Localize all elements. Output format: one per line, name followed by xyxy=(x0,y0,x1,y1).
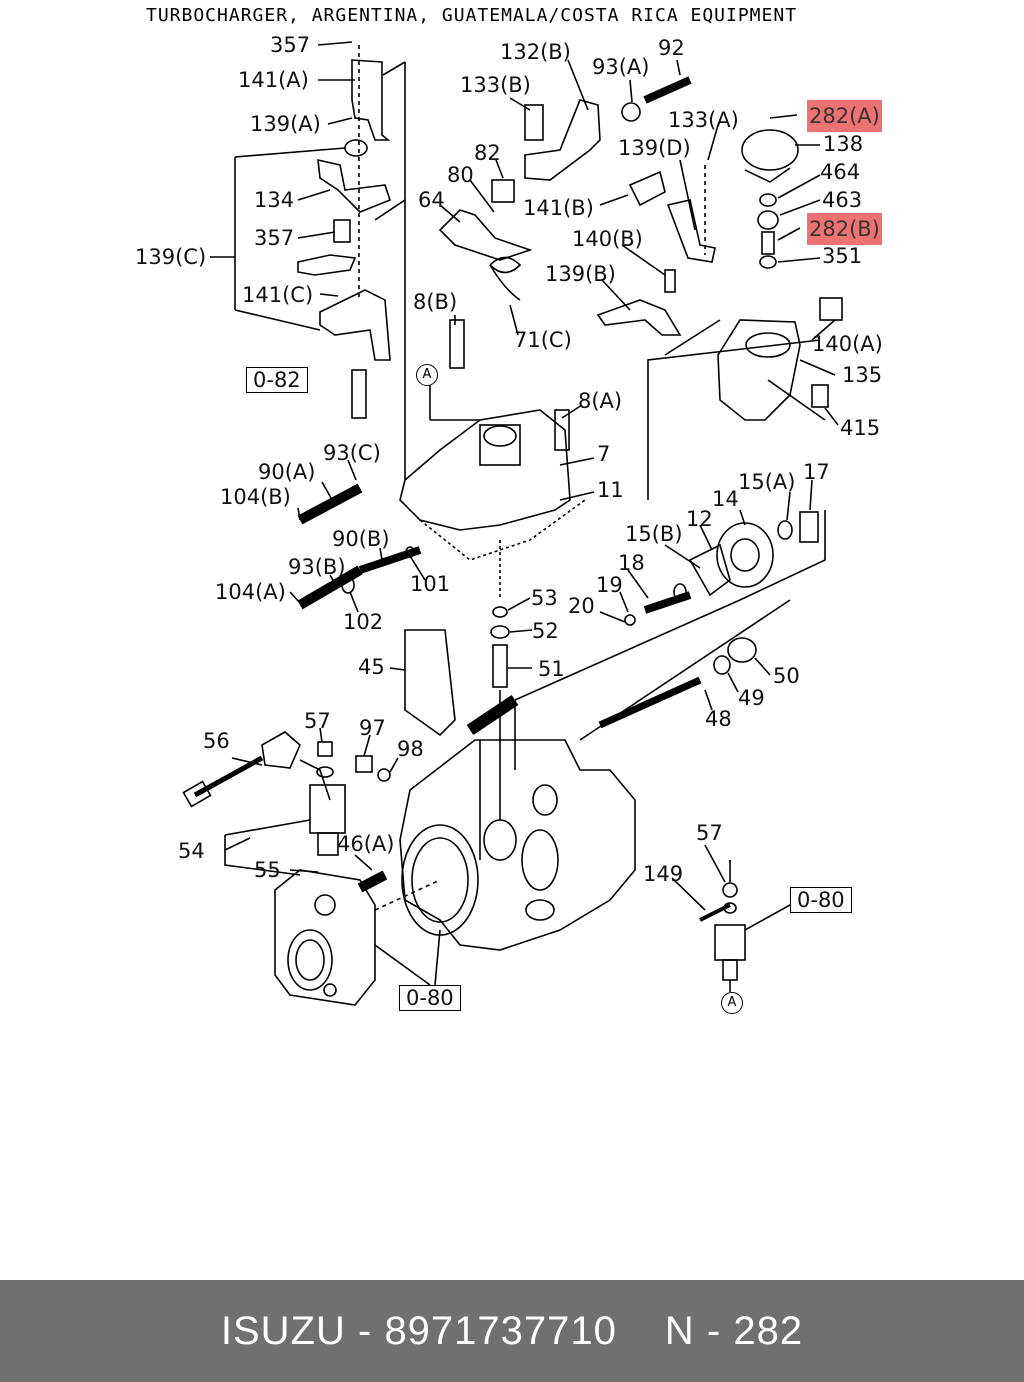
callout-140b: 140(B) xyxy=(572,227,643,251)
callout-93c: 93(C) xyxy=(323,441,381,465)
callout-104a: 104(A) xyxy=(215,580,286,604)
callout-141c: 141(C) xyxy=(242,283,314,307)
reference-marker-a: A xyxy=(416,364,438,386)
footer-separator: - xyxy=(357,1308,373,1353)
callout-149: 149 xyxy=(643,862,684,886)
callout-135: 135 xyxy=(842,363,883,387)
callout-46a: 46(A) xyxy=(337,832,395,856)
callout-57-right: 57 xyxy=(696,821,723,845)
callout-463: 463 xyxy=(822,188,863,212)
callout-14: 14 xyxy=(712,487,739,511)
callout-351: 351 xyxy=(822,244,863,268)
callout-141b: 141(B) xyxy=(523,196,594,220)
callout-48: 48 xyxy=(705,707,732,731)
callout-8b: 8(B) xyxy=(413,290,458,314)
callout-55: 55 xyxy=(254,858,281,882)
callout-101: 101 xyxy=(410,572,451,596)
footer-ref-letter: N xyxy=(664,1308,695,1353)
callout-132b: 132(B) xyxy=(500,40,571,64)
callout-282a-highlighted: 282(A) xyxy=(807,100,882,132)
callout-11: 11 xyxy=(597,478,624,502)
callout-92: 92 xyxy=(658,36,685,60)
callout-52: 52 xyxy=(532,619,559,643)
parts-diagram: TURBOCHARGER, ARGENTINA, GUATEMALA/COSTA… xyxy=(135,5,883,1014)
callout-104b: 104(B) xyxy=(220,485,291,509)
diagram-header: TURBOCHARGER, ARGENTINA, GUATEMALA/COSTA… xyxy=(146,5,798,26)
callout-134: 134 xyxy=(254,188,295,212)
callout-56: 56 xyxy=(203,729,230,753)
callout-139b: 139(B) xyxy=(545,262,616,286)
callout-0-80-bottom: 0-80 xyxy=(399,985,461,1011)
callout-97: 97 xyxy=(359,716,386,740)
callout-141a: 141(A) xyxy=(238,68,309,92)
callout-93b: 93(B) xyxy=(288,555,346,579)
callout-82: 82 xyxy=(474,141,501,165)
footer-part-number: 8971737710 xyxy=(384,1308,617,1353)
callout-64: 64 xyxy=(418,188,445,212)
callout-0-82: 0-82 xyxy=(246,367,308,393)
footer-ref-number: 282 xyxy=(733,1308,804,1353)
callout-20: 20 xyxy=(568,594,595,618)
callout-282b-highlighted: 282(B) xyxy=(807,213,882,245)
callout-90b: 90(B) xyxy=(332,527,390,551)
callout-0-80-right: 0-80 xyxy=(790,887,852,913)
callout-17: 17 xyxy=(803,460,830,484)
callout-53: 53 xyxy=(531,586,558,610)
diagram-drawing xyxy=(182,41,843,1006)
callout-138: 138 xyxy=(823,132,864,156)
callout-18: 18 xyxy=(618,551,645,575)
callout-45: 45 xyxy=(358,655,385,679)
callout-15b: 15(B) xyxy=(625,522,683,546)
callout-464: 464 xyxy=(820,160,861,184)
callout-139d: 139(D) xyxy=(618,136,691,160)
reference-marker-a-bottom: A xyxy=(721,992,743,1014)
callout-51: 51 xyxy=(538,657,565,681)
callout-357: 357 xyxy=(270,33,311,57)
callout-54: 54 xyxy=(178,839,205,863)
callout-98: 98 xyxy=(397,737,424,761)
callout-133a: 133(A) xyxy=(668,108,739,132)
callout-139c: 139(C) xyxy=(135,245,207,269)
callout-57: 57 xyxy=(304,709,331,733)
callout-133b: 133(B) xyxy=(460,73,531,97)
callout-357-b: 357 xyxy=(254,226,295,250)
callout-71c: 71(C) xyxy=(514,328,572,352)
callout-80: 80 xyxy=(447,163,474,187)
part-footer-bar: ISUZU - 8971737710 N - 282 xyxy=(0,1280,1024,1382)
callout-50: 50 xyxy=(773,664,800,688)
callout-12: 12 xyxy=(686,507,713,531)
callout-415: 415 xyxy=(840,416,881,440)
callout-102: 102 xyxy=(343,610,384,634)
callout-139a: 139(A) xyxy=(250,112,321,136)
callout-8a: 8(A) xyxy=(578,389,623,413)
callout-15a: 15(A) xyxy=(738,470,796,494)
callout-19: 19 xyxy=(596,573,623,597)
callout-49: 49 xyxy=(738,686,765,710)
callout-140a: 140(A) xyxy=(812,332,883,356)
footer-separator-2: - xyxy=(706,1308,722,1353)
callout-7: 7 xyxy=(597,442,611,466)
callout-90a: 90(A) xyxy=(258,460,316,484)
footer-brand: ISUZU xyxy=(220,1308,346,1353)
callout-93a: 93(A) xyxy=(592,55,650,79)
